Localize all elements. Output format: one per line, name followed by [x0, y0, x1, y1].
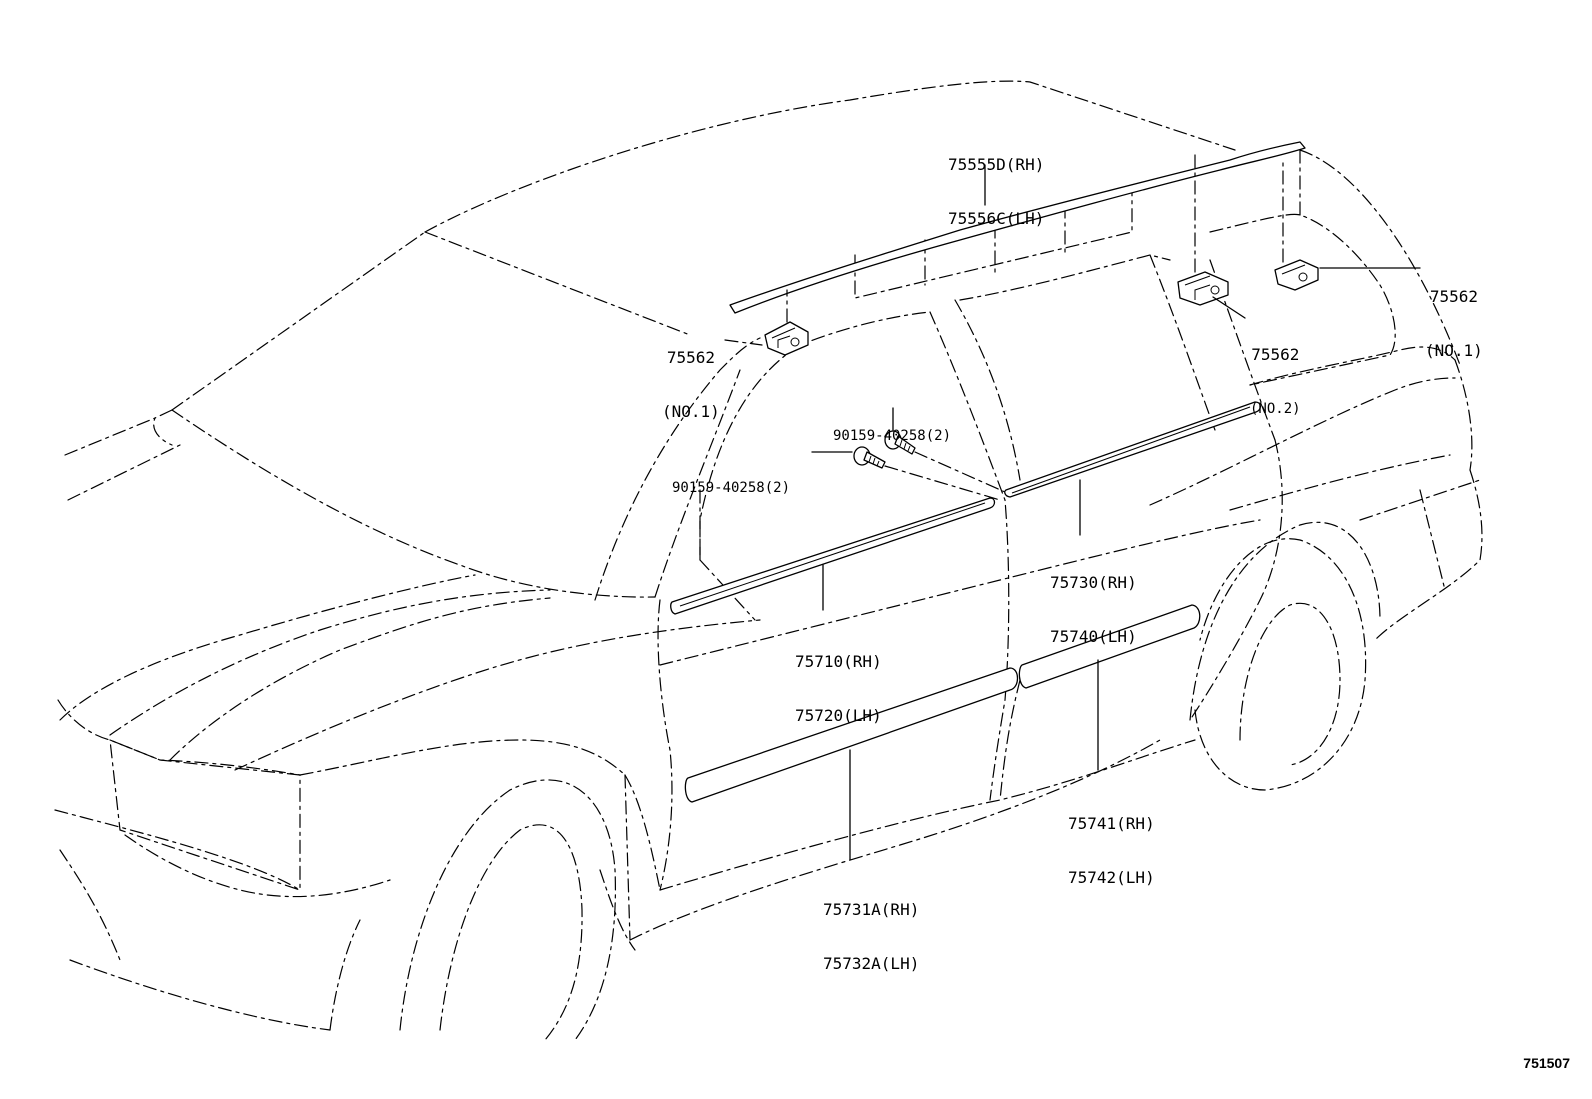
front-belt-molding: [670, 497, 996, 615]
part-number: 75562: [1429, 287, 1478, 306]
part-number-lh: 75556C(LH): [948, 209, 1045, 228]
screw-upper-path: [914, 451, 1006, 493]
part-number: 90159-40258(2): [833, 428, 952, 444]
vehicle-outline: [54, 80, 1483, 1041]
part-variant: (NO.2): [1250, 401, 1301, 417]
part-number-rh: 75731A(RH): [823, 900, 920, 919]
roof-molding: [729, 141, 1306, 314]
label-clip-mid: 75562 (NO.2): [1250, 310, 1301, 436]
front-side-molding: [684, 667, 1019, 803]
part-number-rh: 75710(RH): [795, 652, 882, 671]
label-front-belt-molding: 75710(RH) 75720(LH): [795, 617, 882, 743]
clip-mid-part: [1177, 149, 1229, 306]
rear-belt-molding: [1004, 401, 1262, 498]
label-screw-lower: 90159-40258(2): [672, 443, 790, 515]
label-rear-side-molding: 75741(RH) 75742(LH): [1068, 779, 1155, 905]
part-number-rh: 75730(RH): [1050, 573, 1137, 592]
label-screw-upper: 90159-40258(2): [833, 391, 951, 463]
part-variant: (NO.1): [1425, 341, 1483, 360]
part-number-lh: 75720(LH): [795, 706, 882, 725]
leader-lines: [724, 164, 1421, 861]
label-rear-belt-molding: 75730(RH) 75740(LH): [1050, 538, 1137, 664]
screw-lower-part: [853, 446, 886, 469]
part-variant: (NO.1): [662, 402, 720, 421]
clip-front-part: [764, 289, 809, 356]
label-front-side-molding: 75731A(RH) 75732A(LH): [823, 865, 919, 991]
part-number-lh: 75742(LH): [1068, 868, 1155, 887]
part-number: 75562: [666, 348, 715, 367]
part-number-lh: 75732A(LH): [823, 954, 920, 973]
rear-side-molding: [1018, 604, 1201, 689]
figure-number: 751507: [1523, 1055, 1570, 1071]
label-clip-front: 75562 (NO.1): [662, 313, 720, 439]
part-number: 75562: [1251, 345, 1300, 364]
clip-rear-part: [1274, 161, 1319, 291]
label-clip-rear: 75562 (NO.1): [1425, 252, 1483, 378]
part-number-rh: 75741(RH): [1068, 814, 1155, 833]
screw-upper-part: [884, 430, 916, 455]
part-number-lh: 75740(LH): [1050, 627, 1137, 646]
screw-lower-path: [884, 465, 1001, 501]
label-roof-molding: 75555D(RH) 75556C(LH): [948, 120, 1044, 246]
part-number: 90159-40258(2): [672, 480, 791, 496]
part-number-rh: 75555D(RH): [948, 155, 1045, 174]
